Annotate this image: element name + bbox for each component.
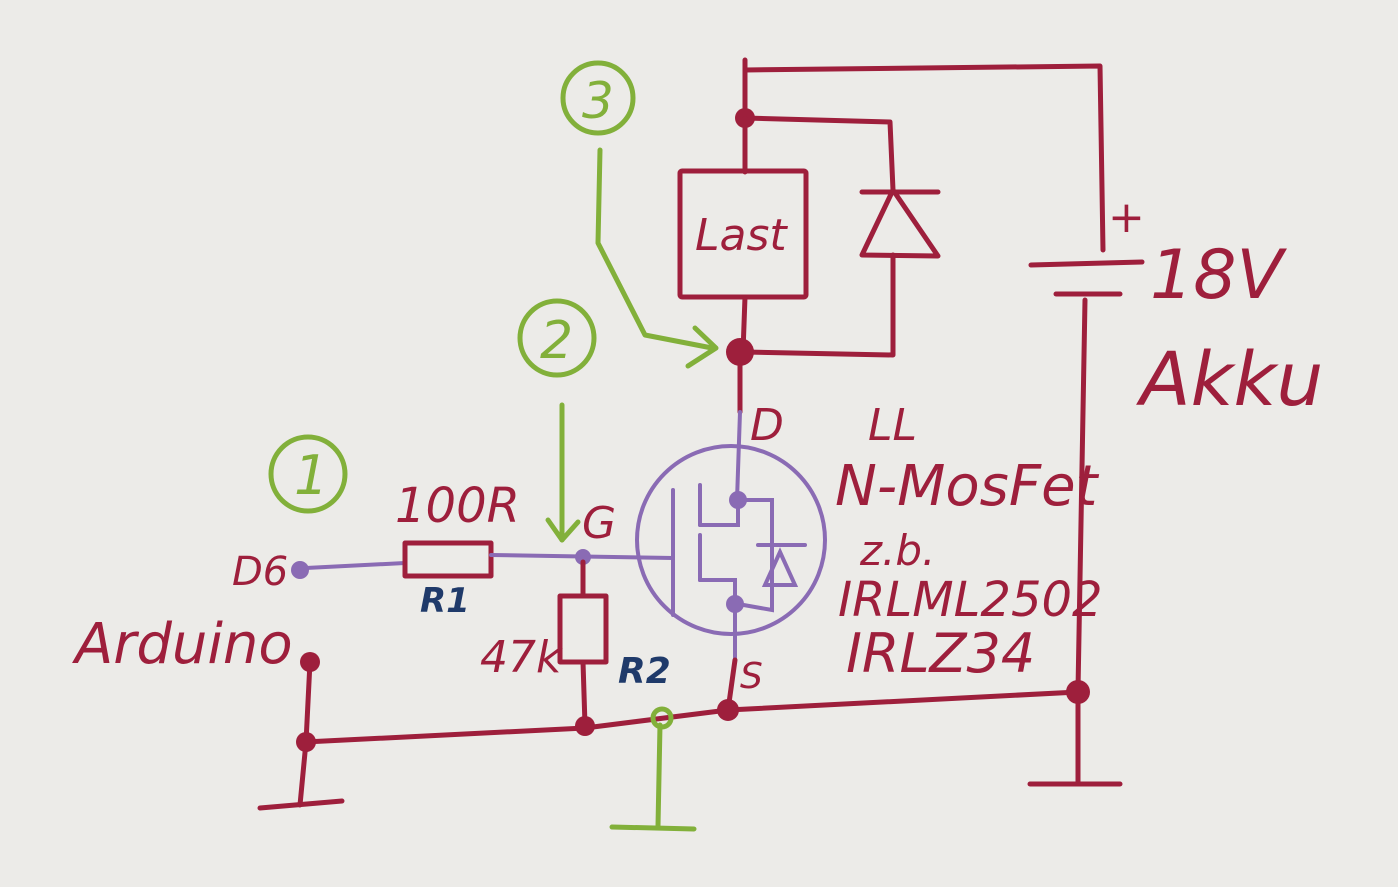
node-r2-gnd bbox=[575, 716, 595, 736]
load-label: Last bbox=[695, 210, 788, 261]
gate-drive-wire bbox=[304, 540, 675, 579]
drain-label: D bbox=[750, 400, 784, 451]
node-mosfet-drain bbox=[729, 491, 747, 509]
node-gate bbox=[575, 549, 591, 565]
example-label: z.b. bbox=[859, 526, 935, 575]
mosfet-type-label: N-MosFet bbox=[835, 454, 1100, 519]
source-label: S bbox=[740, 656, 763, 697]
r1-value-label: 100R bbox=[395, 478, 520, 534]
r1-name-label: R1 bbox=[420, 581, 470, 621]
node-drain bbox=[726, 338, 754, 366]
gate-label: G bbox=[582, 498, 616, 549]
r2-name-label: R2 bbox=[618, 651, 671, 692]
battery-plus-label: + bbox=[1108, 192, 1145, 243]
marker-1-number: 1 bbox=[294, 444, 328, 507]
positive-rail bbox=[742, 57, 1106, 253]
load-box: Last bbox=[677, 115, 809, 355]
node-battery-gnd bbox=[1066, 680, 1090, 704]
part-2-label: IRLZ34 bbox=[846, 622, 1035, 685]
marker-2: 2 bbox=[517, 298, 597, 543]
pin-d6 bbox=[291, 561, 309, 579]
marker-2-number: 2 bbox=[540, 311, 573, 371]
node-arduino-gnd-top bbox=[300, 652, 320, 672]
arduino-label: Arduino bbox=[72, 612, 293, 677]
node-mosfet-source bbox=[726, 595, 744, 613]
flyback-diode bbox=[742, 115, 941, 358]
marker-3: 3 bbox=[560, 60, 719, 369]
part-1-label: IRLML2502 bbox=[838, 572, 1103, 628]
battery-name-label: Akku bbox=[1136, 337, 1323, 423]
node-arduino-gnd bbox=[296, 732, 316, 752]
marker-1: 1 bbox=[268, 434, 348, 514]
r2-value-label: 47k bbox=[480, 632, 563, 683]
r2-resistor bbox=[557, 559, 609, 728]
battery-voltage-label: 18V bbox=[1150, 236, 1288, 315]
node-source-gnd bbox=[717, 699, 739, 721]
battery-symbol bbox=[1027, 259, 1145, 787]
marker-3-number: 3 bbox=[582, 72, 614, 130]
mosfet-ll-label: LL bbox=[868, 400, 917, 451]
arduino-pin-label: D6 bbox=[232, 549, 288, 595]
mosfet-body-circle bbox=[635, 444, 827, 636]
r1-resistor bbox=[402, 540, 494, 579]
ground-symbol-green bbox=[609, 706, 697, 832]
mosfet-symbol bbox=[635, 363, 827, 662]
